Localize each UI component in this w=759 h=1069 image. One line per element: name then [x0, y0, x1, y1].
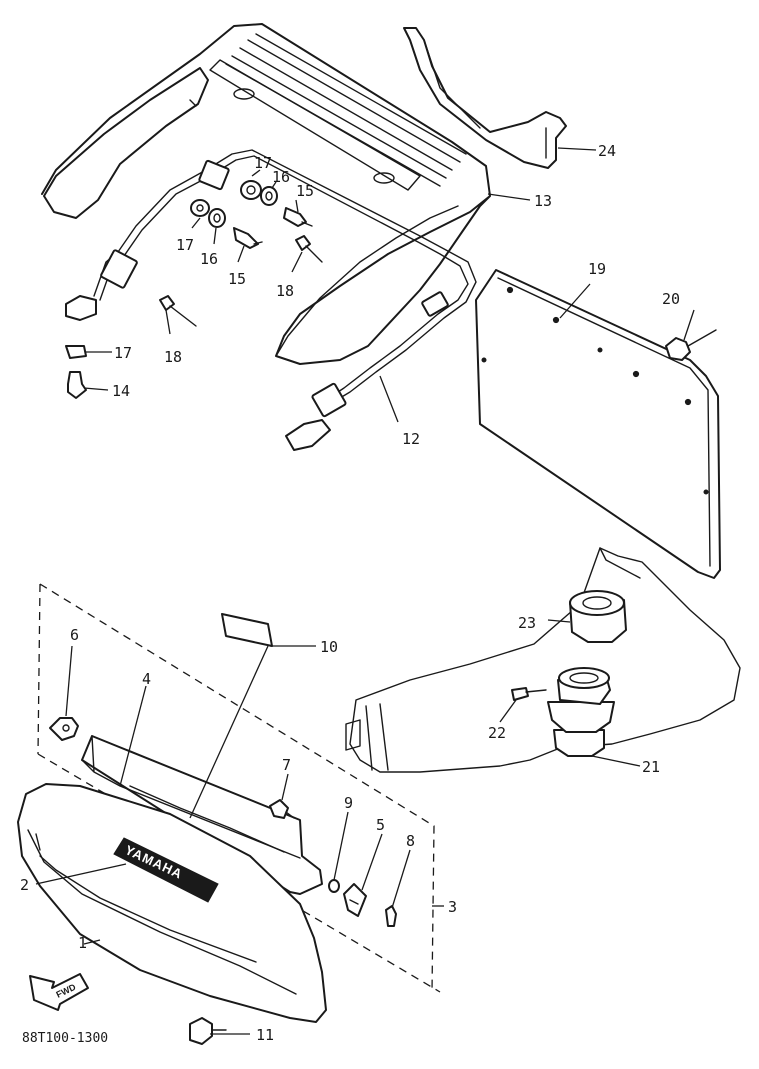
part-8-pin: [385, 905, 397, 927]
part-7-screw: [269, 799, 295, 819]
callout-7: 7: [282, 756, 291, 774]
callout-18a: 18: [276, 282, 294, 300]
bolt-15a: [283, 207, 313, 227]
callout-21: 21: [642, 758, 660, 776]
callout-3: 3: [448, 898, 457, 916]
part-10-strip: [221, 613, 273, 647]
fasteners-upper: [65, 180, 323, 399]
part-24-bracket: [403, 27, 567, 169]
callout-15a: 15: [296, 182, 314, 200]
screw-14: [67, 371, 87, 399]
diagram-code: 88T100-1300: [22, 1031, 108, 1046]
nut-17c: [65, 345, 87, 359]
callout-16a: 16: [272, 168, 290, 186]
callout-8: 8: [406, 832, 415, 850]
part-6-clip: [49, 717, 79, 741]
washer-16b: [208, 208, 226, 228]
callout-labels: 24 13 17 16 15 17 16 15 18 19 20 17 18 1…: [20, 142, 680, 1044]
callout-5: 5: [376, 816, 385, 834]
part-4-channel: [81, 735, 323, 895]
part-5-clip: [343, 883, 367, 917]
callout-13: 13: [534, 192, 552, 210]
callout-1: 1: [78, 934, 87, 952]
callout-10: 10: [320, 638, 338, 656]
callout-17c: 17: [114, 344, 132, 362]
callout-11: 11: [256, 1026, 274, 1044]
callout-23: 23: [518, 614, 536, 632]
callout-12: 12: [402, 430, 420, 448]
rivet-18b: [159, 295, 197, 327]
callout-9: 9: [344, 794, 353, 812]
callout-16b: 16: [200, 250, 218, 268]
callout-17b: 17: [176, 236, 194, 254]
callout-19: 19: [588, 260, 606, 278]
leader-lines: [35, 147, 695, 1035]
callout-20: 20: [662, 290, 680, 308]
part-21-fitting: [547, 667, 615, 757]
tank-body: [345, 547, 741, 773]
callout-6: 6: [70, 626, 79, 644]
callout-2: 2: [20, 876, 29, 894]
part-22-plug: [511, 687, 547, 701]
part-20-rivet: [665, 329, 717, 361]
washer-17b: [190, 199, 210, 217]
bolt-15b: [233, 227, 263, 249]
rivet-18a: [295, 235, 323, 263]
part-11-bolt: [189, 1017, 227, 1045]
callout-17a: 17: [254, 154, 272, 172]
callout-14: 14: [112, 382, 130, 400]
callout-18b: 18: [164, 348, 182, 366]
washer-16a: [260, 186, 278, 206]
part-9-washer: [328, 879, 340, 893]
part-12-harness: [65, 149, 477, 451]
callout-4: 4: [142, 670, 151, 688]
callout-22: 22: [488, 724, 506, 742]
callout-15b: 15: [228, 270, 246, 288]
part-1-cover: [17, 783, 327, 1023]
callout-24: 24: [598, 142, 616, 160]
washer-17a: [240, 180, 262, 200]
part-19-panel: [475, 269, 721, 579]
fwd-arrow: FWD: [29, 973, 89, 1011]
part-23-cap: [569, 590, 627, 643]
